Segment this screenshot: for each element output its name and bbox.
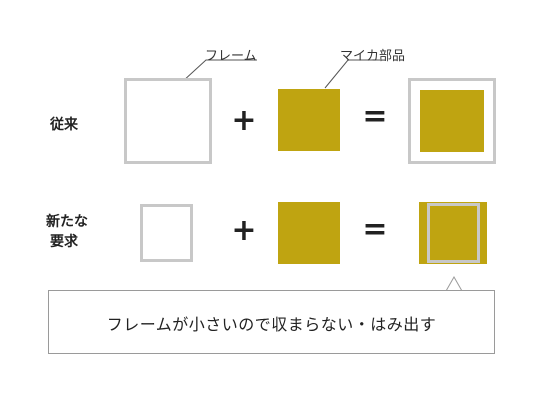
row-label-new-line1: 新たな (46, 214, 88, 230)
note-callout-box: フレームが小さいので収まらない・はみ出す (48, 290, 495, 354)
frame-small (140, 204, 193, 262)
result-frame-fit (408, 78, 496, 164)
row-label-new-line2: 要求 (50, 234, 78, 250)
equals-sign-1: = (362, 99, 388, 134)
row-label-new-requirement: 新たな 要求 (46, 212, 88, 252)
plus-sign-1: + (231, 103, 257, 138)
mica-part-2 (278, 202, 340, 264)
equals-sign-2: = (362, 212, 388, 247)
plus-sign-2: + (231, 213, 257, 248)
result-mica-fit (420, 90, 484, 152)
mica-leader-line (324, 59, 380, 89)
row-label-conventional: 従来 (50, 117, 78, 133)
frame-label: フレーム (205, 49, 257, 64)
result-mica-overflow (419, 202, 487, 264)
note-callout-tail (445, 275, 463, 292)
frame-large (124, 78, 212, 164)
result-frame-small (427, 203, 480, 263)
note-text: フレームが小さいので収まらない・はみ出す (106, 315, 437, 334)
mica-part-label: マイカ部品 (340, 49, 406, 64)
frame-leader-line (181, 59, 257, 83)
mica-part-1 (278, 89, 340, 151)
